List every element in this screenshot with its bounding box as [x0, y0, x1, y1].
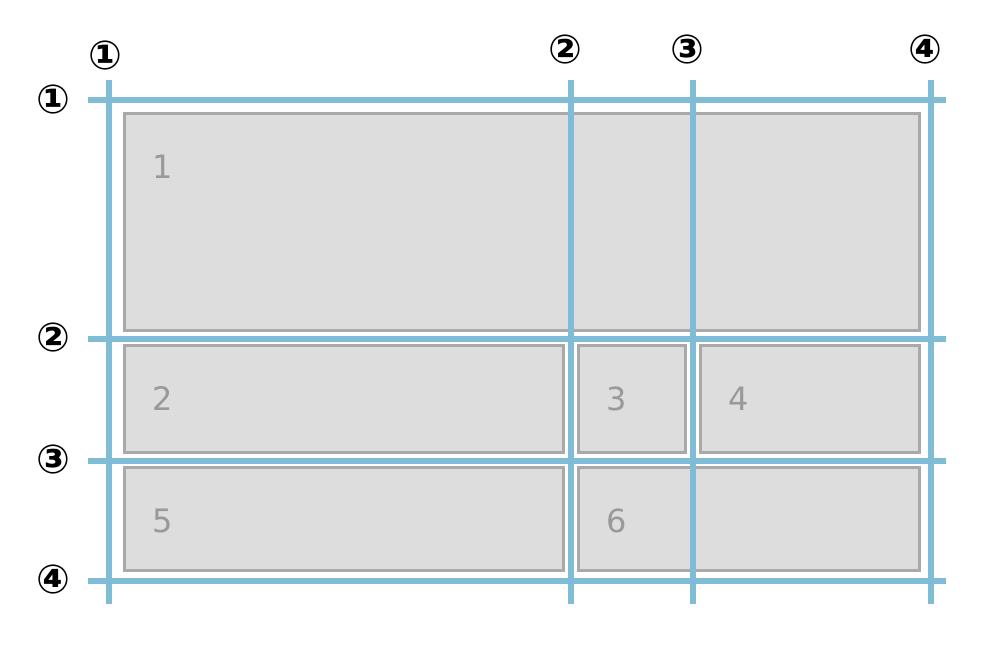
row-line-2: [88, 336, 946, 342]
column-line-2-marker: ②: [548, 27, 582, 73]
row-line-3: [88, 458, 946, 464]
column-line-4: [928, 80, 934, 604]
grid-cell-5: 5: [123, 466, 565, 572]
column-line-1-marker: ①: [88, 33, 122, 79]
column-line-2: [568, 80, 574, 604]
cell-label-4: 4: [728, 380, 749, 418]
column-line-3: [690, 80, 696, 604]
row-line-2-marker: ②: [36, 315, 70, 361]
row-line-1-marker: ①: [36, 77, 70, 123]
cell-label-2: 2: [152, 380, 173, 418]
grid-cell-1: 1: [123, 112, 921, 332]
grid-cell-2: 2: [123, 344, 565, 454]
row-line-1: [88, 97, 946, 103]
row-line-3-marker: ③: [36, 437, 70, 483]
column-line-4-marker: ④: [908, 27, 942, 73]
column-line-3-marker: ③: [670, 27, 704, 73]
row-line-4: [88, 578, 946, 584]
row-line-4-marker: ④: [36, 557, 70, 603]
grid-cell-3: 3: [577, 344, 687, 454]
cell-label-6: 6: [606, 502, 627, 540]
grid-cell-4: 4: [699, 344, 921, 454]
column-line-1: [106, 80, 112, 604]
grid-cell-6: 6: [577, 466, 921, 572]
cell-label-5: 5: [152, 502, 173, 540]
cell-label-3: 3: [606, 380, 627, 418]
cell-label-1: 1: [152, 148, 173, 186]
